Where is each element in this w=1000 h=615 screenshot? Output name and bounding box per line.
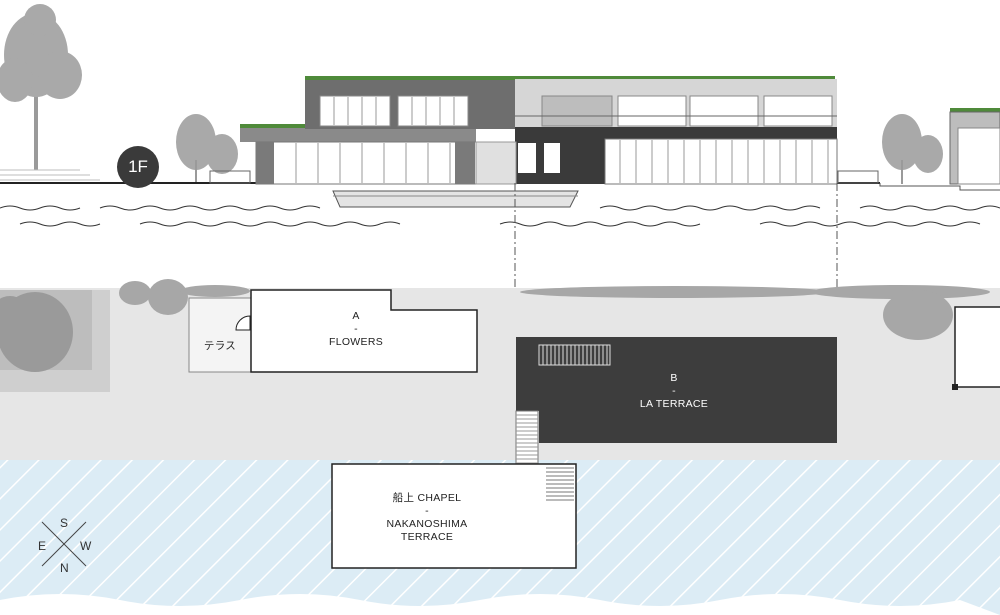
tree-left (0, 4, 82, 170)
tree-small-2 (882, 114, 943, 184)
room-chapel (331, 463, 577, 569)
room-b-sep: - (672, 385, 676, 397)
chapel-line2: NAKANOSHIMA (386, 518, 468, 530)
room-a-sep: - (354, 323, 358, 335)
terrace-label: テラス (203, 340, 237, 352)
building-right-plan (954, 306, 1000, 388)
gangway (515, 410, 539, 469)
room-a-code: A (352, 310, 360, 322)
room-b-label: B - LA TERRACE (624, 372, 724, 411)
window-mullions (295, 97, 829, 183)
boat-elevation (332, 190, 579, 208)
steps-left (0, 169, 100, 181)
compass-west: W (80, 539, 92, 553)
land-area (0, 288, 1000, 460)
chapel-line3: TERRACE (400, 531, 454, 543)
room-a-name: FLOWERS (328, 336, 384, 348)
chapel-line1: 船上 CHAPEL (392, 492, 462, 504)
elevation-view (0, 4, 1000, 330)
room-a-label: A - FLOWERS (306, 310, 406, 349)
room-b-code: B (670, 372, 678, 384)
chapel-sep: - (425, 505, 429, 517)
compass-east: E (38, 539, 47, 553)
compass-rose (41, 521, 87, 567)
compass-south: S (60, 516, 69, 530)
room-b-la-terrace (516, 337, 837, 443)
river-waves (0, 205, 1000, 227)
building-right (949, 108, 1000, 185)
floor-badge: 1F (117, 146, 159, 188)
chapel-label: 船上 CHAPEL - NAKANOSHIMA TERRACE (372, 492, 482, 544)
stairs-chapel (546, 467, 574, 501)
railings (209, 115, 879, 184)
room-b-name: LA TERRACE (639, 398, 709, 410)
stairs-b (538, 344, 611, 366)
compass-north: N (60, 561, 69, 575)
hedges (119, 279, 990, 340)
tree-plan-left (0, 292, 73, 372)
building-elevation (240, 76, 838, 185)
plan-view (0, 279, 1000, 615)
room-a-flowers (250, 289, 478, 373)
tree-small-1 (176, 114, 238, 184)
